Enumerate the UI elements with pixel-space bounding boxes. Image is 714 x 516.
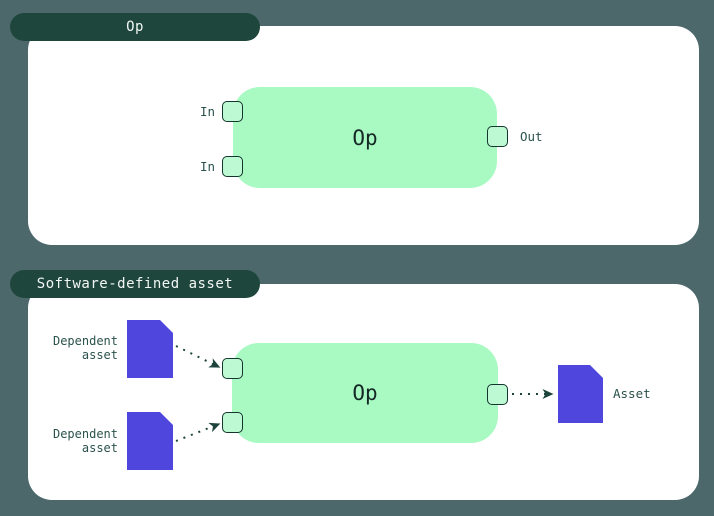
dependent-asset-label-2-line1: Dependent [52, 427, 118, 441]
sda-op-node: Op [232, 343, 498, 443]
output-asset-label: Asset [613, 386, 651, 401]
op-input-port-1 [222, 101, 243, 122]
sda-op-node-label: Op [352, 381, 378, 405]
sda-input-port-2 [222, 412, 243, 433]
dependent-asset-document-icon-2 [127, 412, 173, 470]
op-output-port [487, 126, 508, 147]
sda-panel-tab-label: Software-defined asset [36, 276, 234, 292]
op-node-label: Op [352, 125, 378, 150]
dependent-asset-document-icon-1 [127, 320, 173, 378]
dependent-asset-label-2-line2: asset [81, 441, 118, 455]
op-output-label: Out [520, 129, 543, 144]
dependent-asset-label-2: Dependent asset [40, 427, 118, 455]
op-input-port-2 [222, 156, 243, 177]
output-asset-document-icon [558, 365, 603, 423]
op-input-label-1: In [199, 104, 215, 119]
dependent-asset-label-1-line1: Dependent [52, 334, 118, 348]
dependent-asset-label-1: Dependent asset [40, 334, 118, 362]
op-input-label-2: In [199, 159, 215, 174]
sda-input-port-1 [222, 358, 243, 379]
sda-output-port [487, 384, 508, 405]
op-node: Op [233, 87, 497, 188]
op-panel-tab-label: Op [126, 19, 144, 35]
op-panel-tab: Op [10, 13, 260, 41]
dependent-asset-label-1-line2: asset [81, 348, 118, 362]
sda-panel-tab: Software-defined asset [10, 270, 260, 298]
